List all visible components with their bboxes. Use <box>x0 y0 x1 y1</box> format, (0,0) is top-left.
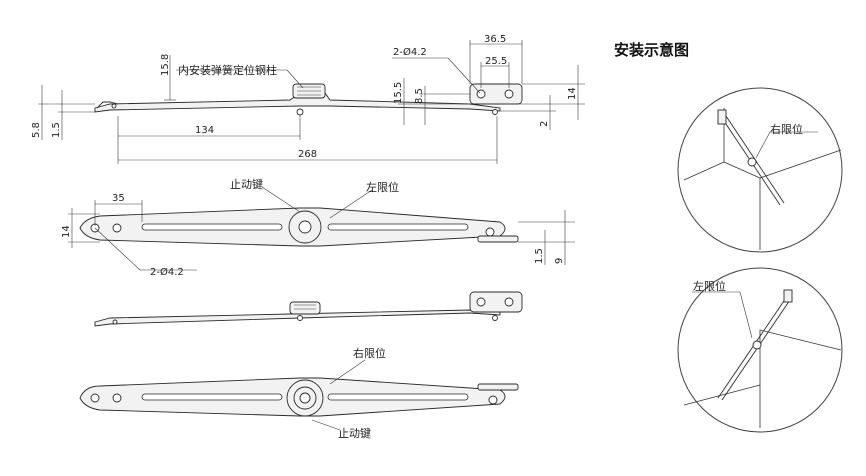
install-diagram-right-limit <box>677 87 843 253</box>
label-left-limit-detail: 左限位 <box>693 279 726 293</box>
install-diagram-left-limit <box>677 267 843 433</box>
dim-hole-left: 2-Ø4.2 <box>150 266 184 278</box>
side-view-middle <box>94 291 523 327</box>
dim-36-5: 36.5 <box>484 34 506 45</box>
dim-1-5-left: 1.5 <box>51 122 62 138</box>
label-stop-key-top: 止动键 <box>230 177 263 191</box>
dim-14-right: 14 <box>567 87 578 100</box>
bottom-view <box>79 359 519 431</box>
dim-15-5: 15.5 <box>393 82 404 104</box>
top-view <box>68 186 575 271</box>
dim-9: 9 <box>554 258 565 264</box>
dim-8-5: 8.5 <box>414 88 425 104</box>
dim-134: 134 <box>195 125 214 136</box>
diagram-title: 安装示意图 <box>614 41 689 59</box>
label-spring-locator: 内安装弹簧定位钢柱 <box>178 63 277 77</box>
dim-hole-top: 2-Ø4.2 <box>393 46 427 58</box>
label-right-limit-detail: 右限位 <box>770 122 803 136</box>
dim-14-left: 14 <box>61 225 72 238</box>
dim-15-8: 15.8 <box>160 54 171 76</box>
dim-268: 268 <box>298 149 317 160</box>
label-stop-key-bottom: 止动键 <box>338 426 371 440</box>
dim-2: 2 <box>539 121 550 127</box>
dim-25-5: 25.5 <box>485 56 507 67</box>
dim-1-5-right: 1.5 <box>534 248 545 264</box>
side-view-top <box>38 40 585 164</box>
label-right-limit-bottom: 右限位 <box>353 346 386 360</box>
dim-5-8: 5.8 <box>31 122 42 138</box>
dim-35: 35 <box>112 193 125 204</box>
label-left-limit-top: 左限位 <box>366 180 399 194</box>
